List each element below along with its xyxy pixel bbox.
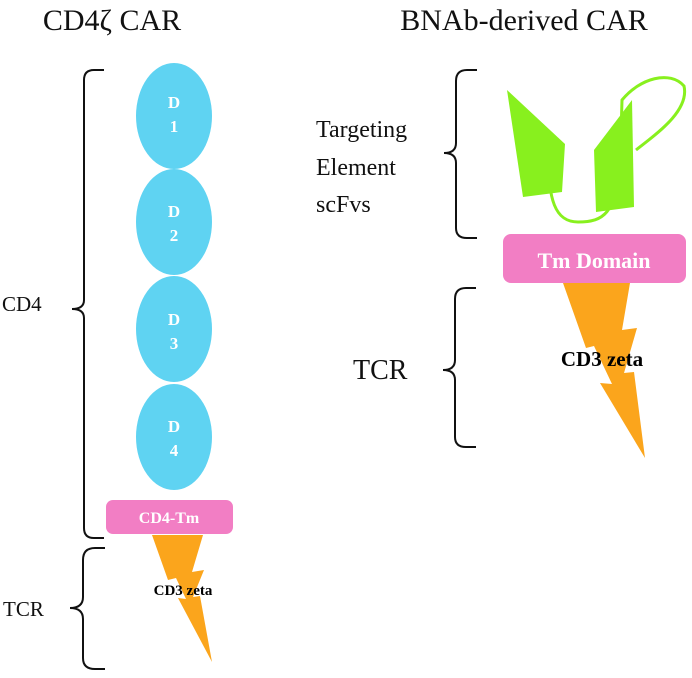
- cd4-domain-d2-number: 2: [170, 226, 179, 245]
- cd4-transmembrane: CD4-Tm: [106, 500, 233, 534]
- cd4-domain-d3: D 3: [136, 276, 212, 382]
- scfv-targeting-element: [507, 76, 687, 224]
- tm-domain-box: [503, 234, 686, 283]
- cd4-transmembrane-box: [106, 500, 233, 534]
- left-tcr-bracket: [69, 547, 105, 670]
- targeting-label-line1: Targeting: [316, 117, 407, 143]
- scfv-left-wedge-icon: [507, 90, 565, 197]
- cd4-bracket-label: CD4: [2, 292, 42, 316]
- tm-domain-label: Tm Domain: [537, 248, 650, 273]
- right-lightning-bolt-icon: [563, 283, 645, 458]
- cd4-domain-d1-number: 1: [170, 117, 179, 136]
- targeting-label-line3: scFvs: [316, 192, 371, 218]
- right-panel-title: BNAb-derived CAR: [400, 4, 647, 37]
- right-tcr-bracket-label: TCR: [353, 355, 408, 386]
- cd4-bracket: [71, 69, 104, 539]
- cd4-domain-d3-shape: [136, 276, 212, 382]
- cd4-domain-d3-letter: D: [168, 310, 180, 329]
- right-cd3-zeta-label: CD3 zeta: [561, 347, 644, 371]
- scfv-right-wedge-icon: [594, 100, 634, 212]
- targeting-bracket: [443, 69, 477, 239]
- cd4-domain-d4-number: 4: [170, 441, 179, 460]
- cd4-domain-d1: D 1: [136, 63, 212, 169]
- right-cd3-zeta: CD3 zeta: [561, 283, 645, 458]
- tm-domain: Tm Domain: [503, 234, 686, 283]
- cd4-domain-d2-shape: [136, 169, 212, 275]
- cd4-domain-d4-shape: [136, 384, 212, 490]
- cd4-transmembrane-label: CD4-Tm: [139, 510, 200, 527]
- cd4-domain-d3-number: 3: [170, 334, 179, 353]
- cd4-domain-d1-shape: [136, 63, 212, 169]
- cd4-domain-d2-letter: D: [168, 202, 180, 221]
- cd4-domain-d4: D 4: [136, 384, 212, 490]
- left-cd3-zeta-label: CD3 zeta: [154, 583, 213, 599]
- cd4-domain-d1-letter: D: [168, 93, 180, 112]
- left-cd3-zeta: CD3 zeta: [152, 535, 213, 662]
- left-tcr-bracket-label: TCR: [3, 597, 44, 621]
- targeting-label-line2: Element: [316, 155, 396, 181]
- left-lightning-bolt-icon: [152, 535, 212, 662]
- left-panel-title: CD4ζ CAR: [43, 4, 181, 37]
- cd4-domain-d2: D 2: [136, 169, 212, 275]
- cd4-domain-d4-letter: D: [168, 417, 180, 436]
- right-tcr-bracket: [442, 287, 476, 448]
